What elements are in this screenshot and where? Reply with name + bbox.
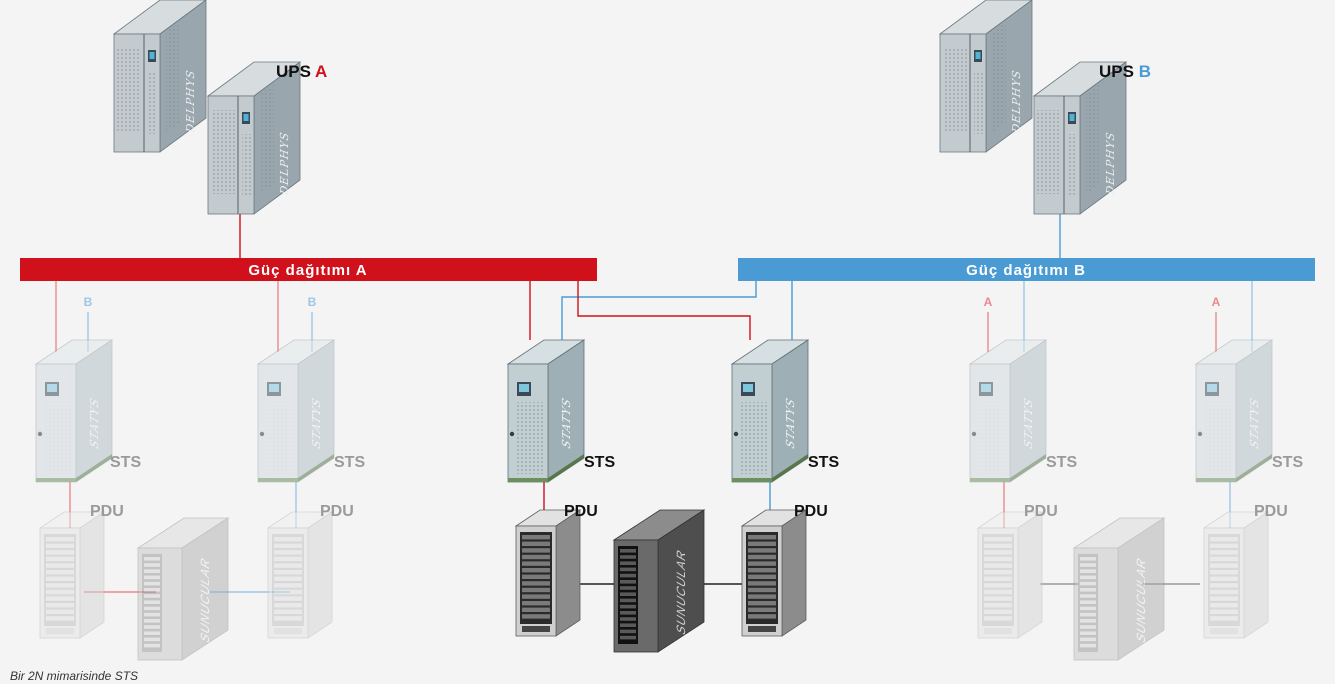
sts-unit-3-brand: STATYS — [560, 394, 573, 451]
feed-tag-b-2: B — [308, 295, 317, 309]
sts-unit-1: STATYS — [34, 339, 114, 483]
ups-a-group: DELPHYS DELPHYS — [112, 0, 302, 215]
sts-unit-6: STATYS — [1194, 339, 1274, 483]
sts-unit-1-brand: STATYS — [88, 394, 101, 451]
ups-b-unit-1-brand: DELPHYS — [1009, 67, 1023, 135]
pdu-rack-5 — [976, 511, 1044, 639]
feed-tag-b-1: B — [84, 295, 93, 309]
ups-a-unit-2-brand: DELPHYS — [277, 129, 291, 197]
sts-unit-5-brand: STATYS — [1022, 394, 1035, 451]
sts-unit-4-brand: STATYS — [784, 394, 797, 451]
sts-unit-3: STATYS — [506, 339, 586, 483]
server-rack-1-label: SUNUCULAR — [198, 554, 212, 646]
server-rack-2: SUNUCULAR — [612, 509, 706, 653]
server-rack-3: SUNUCULAR — [1072, 517, 1166, 661]
equipment-layer: STATYS STATYS STATYS STATYS STATYS STATYS SUNU… — [34, 339, 1274, 661]
pdu-label-1: PDU — [90, 503, 124, 520]
center-b-feed-1 — [561, 280, 757, 340]
diagram-caption: Bir 2N mimarisinde STS — [10, 669, 138, 683]
feed-tag-a-1: A — [984, 295, 993, 309]
server-rack-1: SUNUCULAR — [136, 517, 230, 661]
ups-a-label-prefix: UPS — [276, 62, 315, 81]
pdu-label-3: PDU — [564, 503, 598, 520]
ups-a-unit-1-brand: DELPHYS — [183, 67, 197, 135]
sts-unit-2-brand: STATYS — [310, 394, 323, 451]
sts-label-3: STS — [584, 454, 615, 471]
bus-a-label: Güç dağıtımı A — [248, 262, 367, 279]
ups-b-group: DELPHYS DELPHYS — [938, 0, 1128, 215]
sts-label-1: STS — [110, 454, 141, 471]
sts-unit-4: STATYS — [730, 339, 810, 483]
bus-b: Güç dağıtımı B — [738, 258, 1315, 281]
sts-label-6: STS — [1272, 454, 1303, 471]
ups-b-unit-2-brand: DELPHYS — [1103, 129, 1117, 197]
pdu-label-2: PDU — [320, 503, 354, 520]
pdu-rack-1 — [38, 511, 106, 639]
pdu-rack-4 — [740, 509, 808, 637]
pdu-label-5: PDU — [1024, 503, 1058, 520]
sts-unit-5: STATYS — [968, 339, 1048, 483]
ups-b-unit-1: DELPHYS — [938, 0, 1033, 153]
ups-a-label: UPS A — [276, 62, 327, 81]
ups-b-letter: B — [1139, 62, 1151, 81]
ups-a-unit-1: DELPHYS — [112, 0, 207, 153]
pdu-rack-2 — [266, 511, 334, 639]
ups-a-letter: A — [315, 62, 327, 81]
pdu-label-4: PDU — [794, 503, 828, 520]
pdu-rack-6 — [1202, 511, 1270, 639]
ups-b-label: UPS B — [1099, 62, 1151, 81]
server-rack-2-label: SUNUCULAR — [674, 546, 688, 638]
sts-label-4: STS — [808, 454, 839, 471]
sts-unit-6-brand: STATYS — [1248, 394, 1261, 451]
sts-unit-2: STATYS — [256, 339, 336, 483]
center-a-feed-2 — [577, 280, 751, 340]
ups-b-label-prefix: UPS — [1099, 62, 1139, 81]
bus-a: Güç dağıtımı A — [20, 258, 597, 281]
ups-b-unit-2: DELPHYS — [1032, 61, 1128, 215]
pdu-rack-3 — [514, 509, 582, 637]
sts-label-5: STS — [1046, 454, 1077, 471]
pdu-label-6: PDU — [1254, 503, 1288, 520]
sts-label-2: STS — [334, 454, 365, 471]
server-rack-3-label: SUNUCULAR — [1134, 554, 1148, 646]
bus-b-label: Güç dağıtımı B — [966, 262, 1086, 279]
feed-tag-a-2: A — [1212, 295, 1221, 309]
ups-a-unit-2: DELPHYS — [206, 61, 302, 215]
